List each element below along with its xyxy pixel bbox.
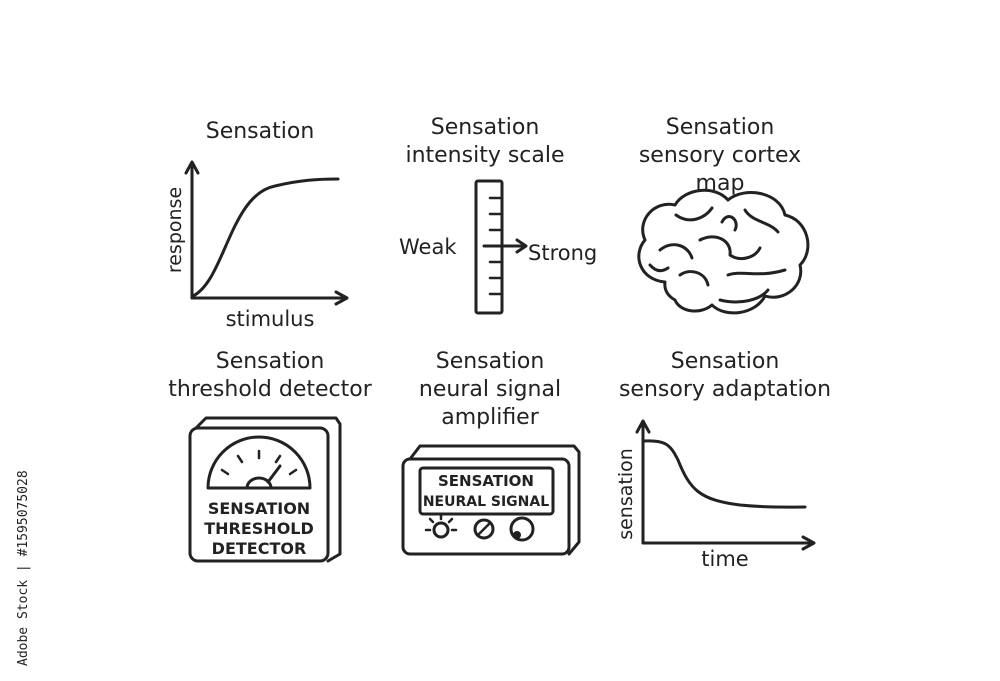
title-cortex-map: Sensation sensory cortex map xyxy=(620,114,820,198)
y-axis-label: sensation xyxy=(615,448,637,540)
display-line: SENSATION xyxy=(438,472,534,490)
device-side xyxy=(408,444,581,556)
display-line: NEURAL SIGNAL xyxy=(423,494,549,510)
brain-icon xyxy=(637,188,810,315)
sensory-adaptation-graph: sensation time xyxy=(615,419,816,571)
brain-fold xyxy=(726,268,787,277)
title-line: Sensation xyxy=(670,349,780,374)
dial-knob-icon xyxy=(509,516,535,542)
brain-fold xyxy=(743,208,780,234)
title-sensation-curve: Sensation xyxy=(160,118,360,146)
adaptation-curve xyxy=(642,439,807,509)
device-side xyxy=(194,416,342,563)
stock-id-text: Adobe Stock | #1595075028 xyxy=(16,470,31,666)
title-line: Sensation xyxy=(215,349,325,374)
brain-fold xyxy=(674,206,714,222)
x-axis-arrow xyxy=(334,290,349,306)
title-line: sensory adaptation xyxy=(618,377,832,402)
y-axis-arrow xyxy=(635,419,651,434)
device-label-line: SENSATION xyxy=(208,499,310,518)
title-line: map xyxy=(695,171,745,196)
response-curve xyxy=(191,177,340,298)
scale-ticks xyxy=(488,196,504,296)
gauge-hub xyxy=(245,476,273,490)
y-axis-label: response xyxy=(164,187,186,273)
brain-fold xyxy=(720,215,738,232)
gauge-dial xyxy=(206,435,312,490)
intensity-scale: Weak Strong xyxy=(399,179,597,315)
neural-amplifier-device: SENSATION NEURAL SIGNAL xyxy=(401,444,581,556)
title-intensity-scale: Sensation intensity scale xyxy=(380,114,590,170)
brain-fold xyxy=(718,288,770,304)
title-line: Sensation xyxy=(665,115,775,140)
title-line: sensory cortex xyxy=(638,143,802,168)
brain-outline xyxy=(637,188,810,315)
strong-label: Strong xyxy=(528,241,597,265)
gauge-ticks xyxy=(220,449,298,476)
device-front xyxy=(188,426,330,563)
light-indicator-icon xyxy=(424,513,458,539)
weak-label: Weak xyxy=(399,235,457,259)
title-line: threshold detector xyxy=(168,377,372,402)
title-line: Sensation xyxy=(435,349,545,374)
brain-fold xyxy=(648,263,670,273)
title-line: neural signal xyxy=(418,377,562,402)
title-line: intensity scale xyxy=(405,143,565,168)
stock-id-watermark: Adobe Stock | #1595075028 xyxy=(10,436,34,666)
gauge-needle xyxy=(266,464,282,484)
device-label-line: THRESHOLD xyxy=(204,519,314,538)
title-line: Sensation xyxy=(205,119,315,144)
title-neural-amplifier: Sensation neural signal amplifier xyxy=(390,348,590,432)
device-label-line: DETECTOR xyxy=(212,539,307,558)
brain-fold xyxy=(698,235,762,260)
title-threshold-detector: Sensation threshold detector xyxy=(160,348,380,404)
x-axis-label: time xyxy=(701,547,748,571)
brain-fold xyxy=(658,243,694,260)
display-window xyxy=(418,466,555,516)
threshold-detector-device: SENSATION THRESHOLD DETECTOR xyxy=(188,416,342,563)
brain-fold xyxy=(678,270,710,287)
sensation-curve-graph: response stimulus xyxy=(164,160,349,331)
y-axis-arrow xyxy=(184,160,200,175)
x-axis-arrow xyxy=(801,535,816,551)
arrow-right-icon xyxy=(515,238,528,254)
title-line: amplifier xyxy=(441,405,539,430)
title-line: Sensation xyxy=(430,115,540,140)
device-front xyxy=(401,457,571,556)
dial-knob-icon xyxy=(473,518,495,540)
title-sensory-adaptation: Sensation sensory adaptation xyxy=(605,348,845,404)
x-axis-label: stimulus xyxy=(226,307,315,331)
